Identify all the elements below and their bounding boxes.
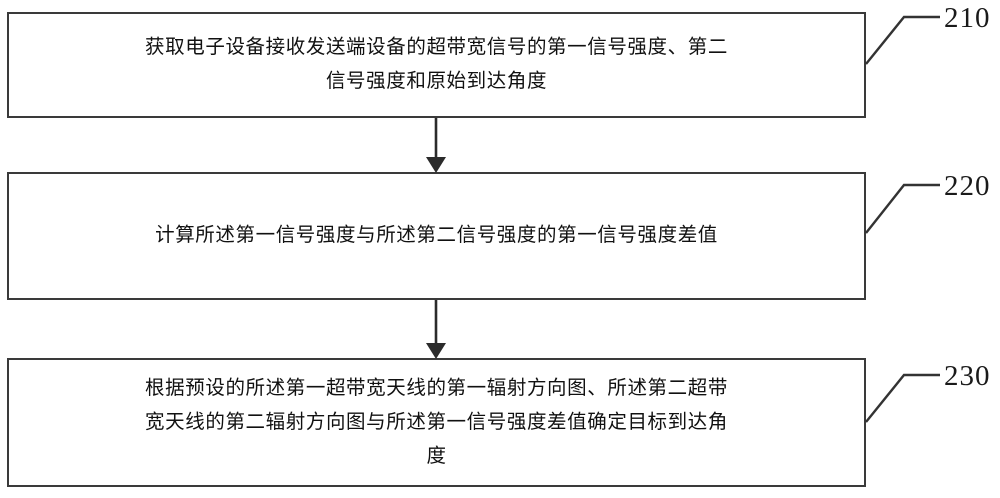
reference-numeral-210: 210 bbox=[944, 2, 991, 34]
leader-line-210 bbox=[865, 15, 940, 65]
flow-step-box-230: 根据预设的所述第一超带宽天线的第一辐射方向图、所述第二超带 宽天线的第二辐射方向… bbox=[7, 358, 866, 487]
leader-line-230 bbox=[865, 373, 940, 423]
reference-numeral-230: 230 bbox=[944, 360, 991, 392]
connector-arrowhead-220-230 bbox=[426, 343, 446, 359]
leader-line-220 bbox=[865, 183, 940, 234]
connector-arrowhead-210-220 bbox=[426, 157, 446, 173]
flow-step-text-210: 获取电子设备接收发送端设备的超带宽信号的第一信号强度、第二 信号强度和原始到达角… bbox=[145, 37, 728, 92]
flow-step-box-220: 计算所述第一信号强度与所述第二信号强度的第一信号强度差值 bbox=[7, 172, 866, 300]
reference-numeral-220: 220 bbox=[944, 170, 991, 202]
flow-step-box-210: 获取电子设备接收发送端设备的超带宽信号的第一信号强度、第二 信号强度和原始到达角… bbox=[7, 12, 866, 118]
flow-step-text-230: 根据预设的所述第一超带宽天线的第一辐射方向图、所述第二超带 宽天线的第二辐射方向… bbox=[145, 377, 728, 467]
flow-step-text-220: 计算所述第一信号强度与所述第二信号强度的第一信号强度差值 bbox=[155, 225, 718, 246]
